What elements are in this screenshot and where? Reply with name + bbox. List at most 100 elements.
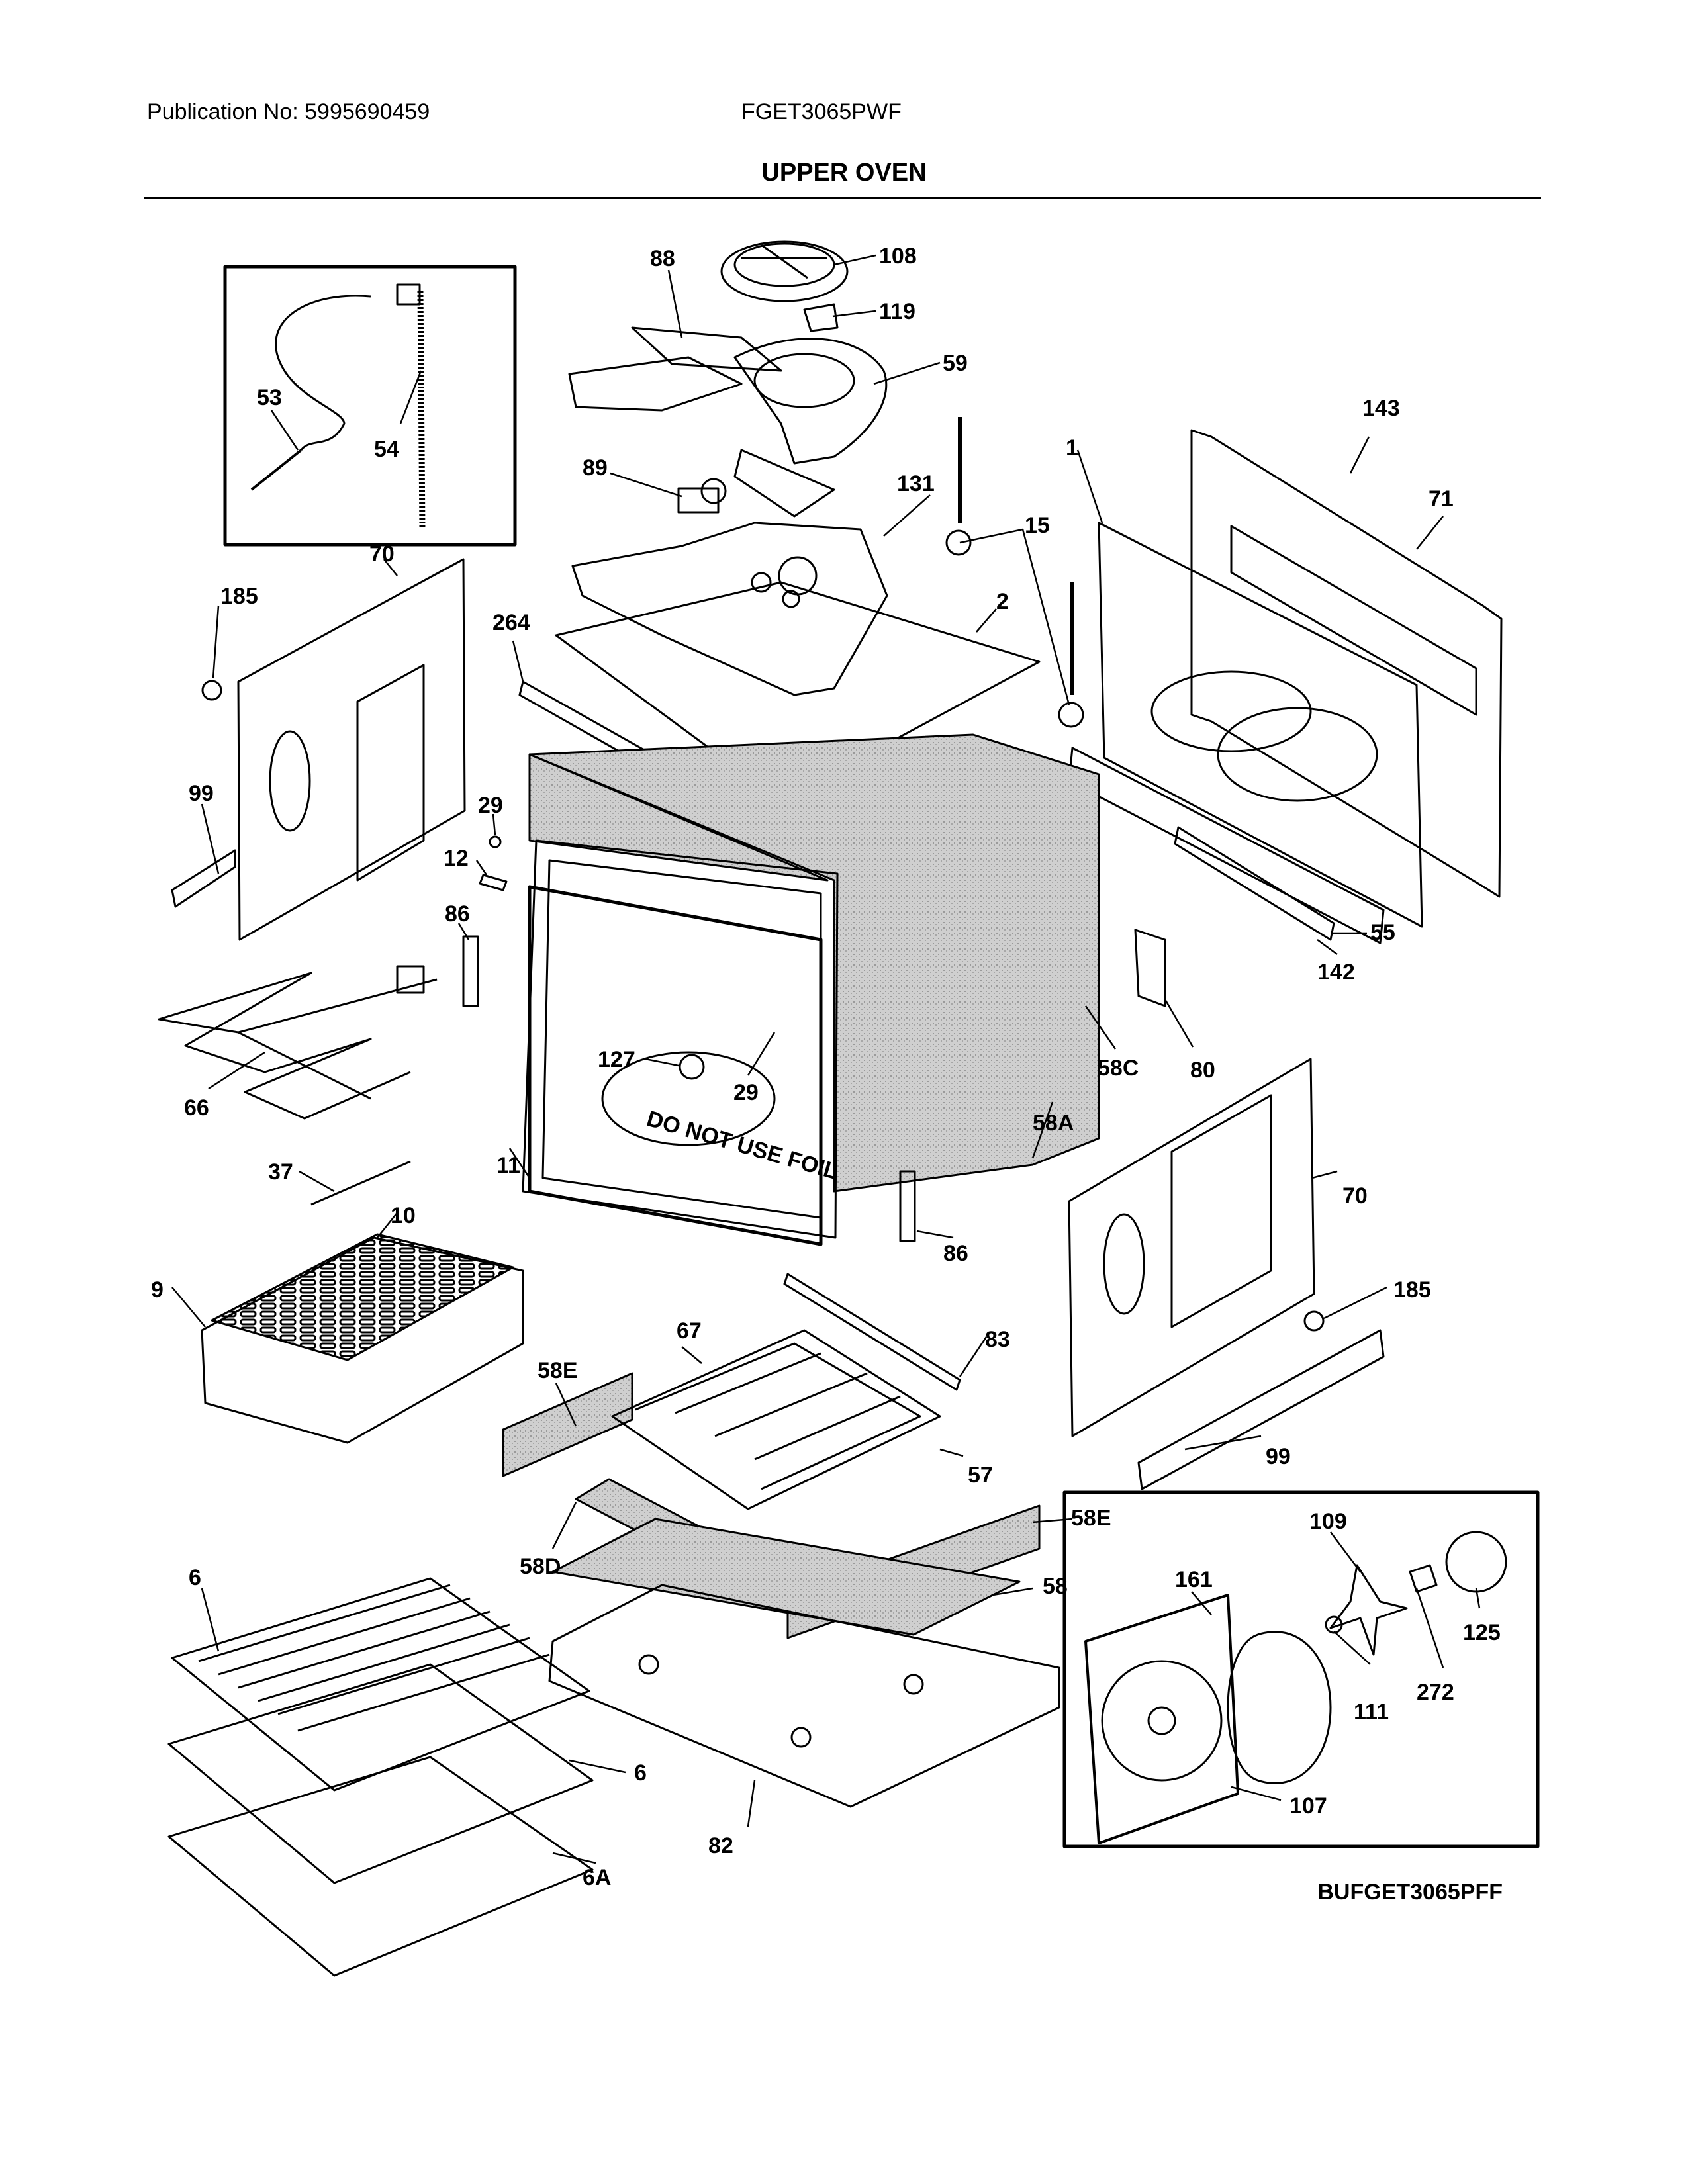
callout-185-left: 185 bbox=[220, 584, 258, 609]
nut-part-111 bbox=[1325, 1615, 1343, 1634]
callout-86-lower: 86 bbox=[943, 1241, 968, 1266]
callout-6-upper: 6 bbox=[189, 1565, 201, 1590]
callout-58e-right: 58E bbox=[1071, 1506, 1111, 1531]
callout-127: 127 bbox=[598, 1047, 635, 1072]
oven-rack-6a-bottom bbox=[167, 1756, 594, 1977]
convection-sensor-127 bbox=[679, 1054, 705, 1080]
screw-part-29 bbox=[489, 835, 502, 848]
rack-support-right bbox=[899, 1170, 916, 1242]
callout-143: 143 bbox=[1362, 396, 1400, 421]
bottom-tray-part bbox=[548, 1584, 1060, 1808]
sensor-part-119 bbox=[803, 303, 839, 332]
callout-55: 55 bbox=[1370, 920, 1395, 945]
fan-blade-109 bbox=[1329, 1564, 1408, 1656]
callout-15: 15 bbox=[1025, 513, 1050, 538]
callout-107: 107 bbox=[1289, 1794, 1327, 1819]
diagram-code: BUFGET3065PFF bbox=[1317, 1880, 1503, 1905]
oven-rack-6-middle bbox=[167, 1663, 594, 1884]
callout-89: 89 bbox=[583, 455, 608, 480]
plug-part-185-right bbox=[1303, 1310, 1325, 1332]
callout-70-right: 70 bbox=[1342, 1183, 1368, 1208]
rail-part-99-left bbox=[171, 849, 236, 908]
callout-58d: 58D bbox=[520, 1554, 561, 1579]
callout-109: 109 bbox=[1309, 1509, 1347, 1534]
bracket-part-80 bbox=[1134, 929, 1166, 1007]
heat-baffle-part bbox=[571, 522, 888, 696]
callout-29-lower: 29 bbox=[733, 1080, 759, 1105]
callout-82: 82 bbox=[708, 1833, 733, 1858]
thermostat-part-89 bbox=[677, 478, 727, 514]
insulation-58e-left bbox=[502, 1372, 633, 1477]
fan-bushing-272 bbox=[1409, 1564, 1438, 1593]
callout-131: 131 bbox=[897, 471, 935, 496]
rear-wall-part bbox=[1098, 522, 1423, 928]
callout-1: 1 bbox=[1066, 435, 1078, 461]
fan-motor-125 bbox=[1445, 1531, 1507, 1593]
plug-part-185-left bbox=[201, 680, 222, 701]
rack-support-left bbox=[462, 935, 479, 1007]
callout-6-lower: 6 bbox=[634, 1760, 647, 1786]
callout-272: 272 bbox=[1417, 1680, 1454, 1705]
door-gasket-part bbox=[528, 885, 823, 1246]
rail-part-99-right bbox=[1137, 1329, 1385, 1490]
callout-70-left: 70 bbox=[369, 541, 395, 567]
callout-54: 54 bbox=[374, 437, 399, 462]
publication-number: Publication No: 5995690459 bbox=[147, 99, 430, 124]
wiring-bracket-part bbox=[1068, 747, 1385, 944]
probe-inset-box bbox=[223, 265, 517, 547]
cavity-inscription: DO NOT USE FOIL bbox=[644, 1106, 841, 1185]
insulation-58 bbox=[551, 1518, 1021, 1636]
callout-119: 119 bbox=[879, 299, 915, 324]
side-panel-right bbox=[1068, 1058, 1315, 1437]
callout-161: 161 bbox=[1175, 1567, 1213, 1592]
oven-front-frame bbox=[522, 839, 839, 1239]
oven-lamps bbox=[945, 417, 1084, 728]
bake-sensor-part bbox=[310, 1160, 411, 1206]
callout-83: 83 bbox=[985, 1327, 1010, 1352]
callout-59: 59 bbox=[943, 351, 968, 376]
callout-108: 108 bbox=[879, 244, 917, 269]
callout-67: 67 bbox=[677, 1318, 702, 1343]
callout-12: 12 bbox=[444, 846, 469, 871]
callout-11: 11 bbox=[496, 1153, 520, 1178]
header-rule bbox=[144, 197, 1541, 199]
callout-66: 66 bbox=[184, 1095, 209, 1120]
oven-rack-6-top bbox=[171, 1577, 590, 1792]
model-number: FGET3065PWF bbox=[741, 99, 902, 124]
callout-86-upper: 86 bbox=[445, 901, 470, 927]
callout-37: 37 bbox=[268, 1160, 293, 1185]
callout-58: 58 bbox=[1043, 1574, 1068, 1599]
fan-heating-ring bbox=[1227, 1631, 1332, 1784]
callout-111: 111 bbox=[1354, 1700, 1389, 1725]
callout-264: 264 bbox=[492, 610, 530, 635]
side-panel-left bbox=[237, 558, 466, 941]
back-panel-part bbox=[1190, 429, 1503, 898]
rear-bracket-part-83 bbox=[783, 1273, 961, 1391]
convection-motor-part bbox=[720, 240, 849, 302]
callout-labels: 108 119 88 59 53 54 89 131 15 1 143 71 7… bbox=[151, 244, 1501, 1890]
callout-58c: 58C bbox=[1098, 1056, 1139, 1081]
callout-58a: 58A bbox=[1033, 1111, 1074, 1136]
callout-71: 71 bbox=[1429, 486, 1454, 512]
callout-88: 88 bbox=[650, 246, 675, 271]
probe-harness bbox=[417, 291, 426, 530]
callout-29-upper: 29 bbox=[478, 793, 503, 818]
callout-125: 125 bbox=[1463, 1620, 1501, 1645]
callout-57: 57 bbox=[968, 1463, 993, 1488]
fan-cover-part bbox=[1084, 1594, 1239, 1844]
callout-6a: 6A bbox=[583, 1865, 611, 1890]
bake-element-part bbox=[611, 1329, 941, 1510]
callout-99-right: 99 bbox=[1266, 1444, 1291, 1469]
callout-53: 53 bbox=[257, 385, 282, 410]
callout-58e-left: 58E bbox=[538, 1358, 578, 1383]
broil-element-part bbox=[158, 972, 438, 1120]
probe-cable bbox=[275, 295, 371, 451]
callout-9: 9 bbox=[151, 1277, 164, 1302]
callout-80: 80 bbox=[1190, 1058, 1215, 1083]
broil-pan-grid bbox=[211, 1233, 514, 1361]
upper-duct-part bbox=[568, 326, 888, 518]
oven-cavity-insulation bbox=[528, 733, 1100, 1193]
callout-99-left: 99 bbox=[189, 781, 214, 806]
callout-185-right: 185 bbox=[1393, 1277, 1431, 1302]
callout-10: 10 bbox=[391, 1203, 416, 1228]
